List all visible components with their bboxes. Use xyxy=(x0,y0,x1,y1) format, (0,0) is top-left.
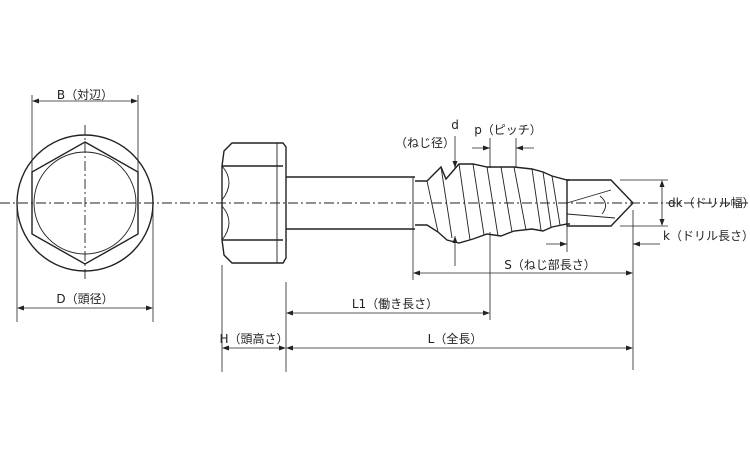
label-b: B（対辺） xyxy=(57,88,113,102)
label-d-head: D（頭径） xyxy=(56,292,113,306)
drill-lip xyxy=(599,195,606,215)
label-k: k（ドリル長さ） xyxy=(663,229,750,243)
thread-top xyxy=(415,163,570,182)
label-s: S（ねじ部長さ） xyxy=(504,257,596,272)
label-d: d xyxy=(451,118,459,132)
drill-flute-1 xyxy=(566,189,612,204)
hex-chamfer-2 xyxy=(221,205,230,241)
label-l1: L1（働き長さ） xyxy=(352,297,438,311)
head-view xyxy=(16,95,154,322)
dimension-lines xyxy=(221,136,668,372)
drill-flute-2 xyxy=(566,213,616,219)
label-dk: dk（ドリル幅） xyxy=(668,195,750,210)
thread-flanks xyxy=(426,163,561,241)
head-side-outline xyxy=(221,142,287,264)
label-d-sub: （ねじ径） xyxy=(395,136,455,150)
thread-bottom xyxy=(415,223,570,244)
hex-chamfer-1 xyxy=(221,165,230,201)
label-p: p（ピッチ） xyxy=(474,123,542,137)
label-h: H（頭高さ） xyxy=(219,331,288,346)
label-l: L（全長） xyxy=(428,331,483,346)
drill-point xyxy=(566,179,634,227)
side-view xyxy=(221,142,634,264)
